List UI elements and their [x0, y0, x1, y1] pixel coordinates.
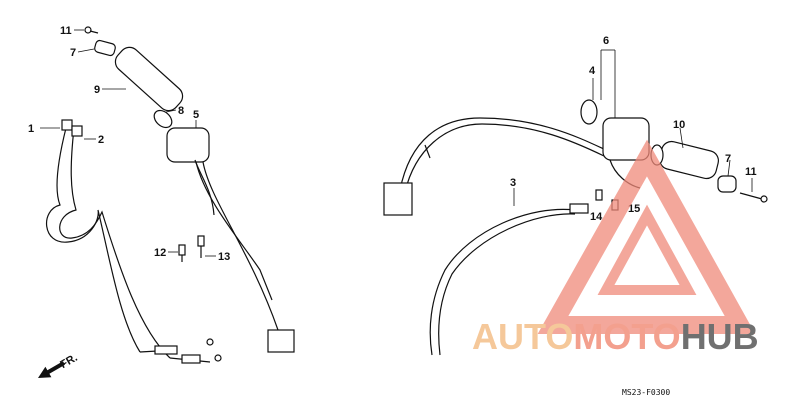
- callout-5: 5: [193, 109, 199, 121]
- watermark-logo-icon: [537, 139, 756, 334]
- callout-8: 8: [178, 105, 184, 117]
- throttle-grip: [114, 46, 184, 129]
- callout-1: 1: [28, 123, 34, 135]
- callout-6: 6: [603, 35, 609, 47]
- watermark-text: AUTOMOTOHUB: [472, 316, 759, 358]
- right-grip: [650, 140, 720, 180]
- bar-end-weight-left: [94, 39, 116, 57]
- bar-end-weight-right: [717, 175, 737, 193]
- watermark-part-2: MOTO: [573, 316, 681, 357]
- callout-14: 14: [590, 211, 603, 223]
- screw-13: [197, 235, 205, 258]
- callout-3: 3: [510, 177, 516, 189]
- callout-11-right: 11: [745, 166, 757, 178]
- callout-4: 4: [589, 65, 596, 77]
- diagram-code: MS23-F0300: [622, 388, 670, 397]
- callout-2: 2: [98, 134, 104, 146]
- cable-3: [429, 203, 589, 356]
- callout-7-left: 7: [70, 47, 76, 59]
- screw-14: [595, 189, 603, 201]
- clamp-4: [580, 99, 598, 125]
- callout-11-left: 11: [60, 25, 72, 37]
- bolt-11-right: [739, 192, 768, 203]
- callout-12: 12: [154, 247, 166, 259]
- screw-12: [178, 244, 186, 262]
- wire-harness-right: [383, 117, 607, 216]
- callout-7-right: 7: [725, 153, 731, 165]
- bolt-11-left: [84, 26, 99, 34]
- throttle-cables: [46, 119, 222, 364]
- front-direction-label: FR.: [58, 352, 79, 371]
- callout-10: 10: [673, 119, 685, 131]
- watermark-part-3: HUB: [680, 316, 759, 357]
- callout-9: 9: [94, 84, 100, 96]
- front-direction-arrow: [38, 361, 65, 378]
- switch-housing-left: [166, 127, 295, 353]
- callout-15: 15: [628, 203, 640, 215]
- watermark-part-1: AUTO: [472, 316, 574, 357]
- callout-13: 13: [218, 251, 230, 263]
